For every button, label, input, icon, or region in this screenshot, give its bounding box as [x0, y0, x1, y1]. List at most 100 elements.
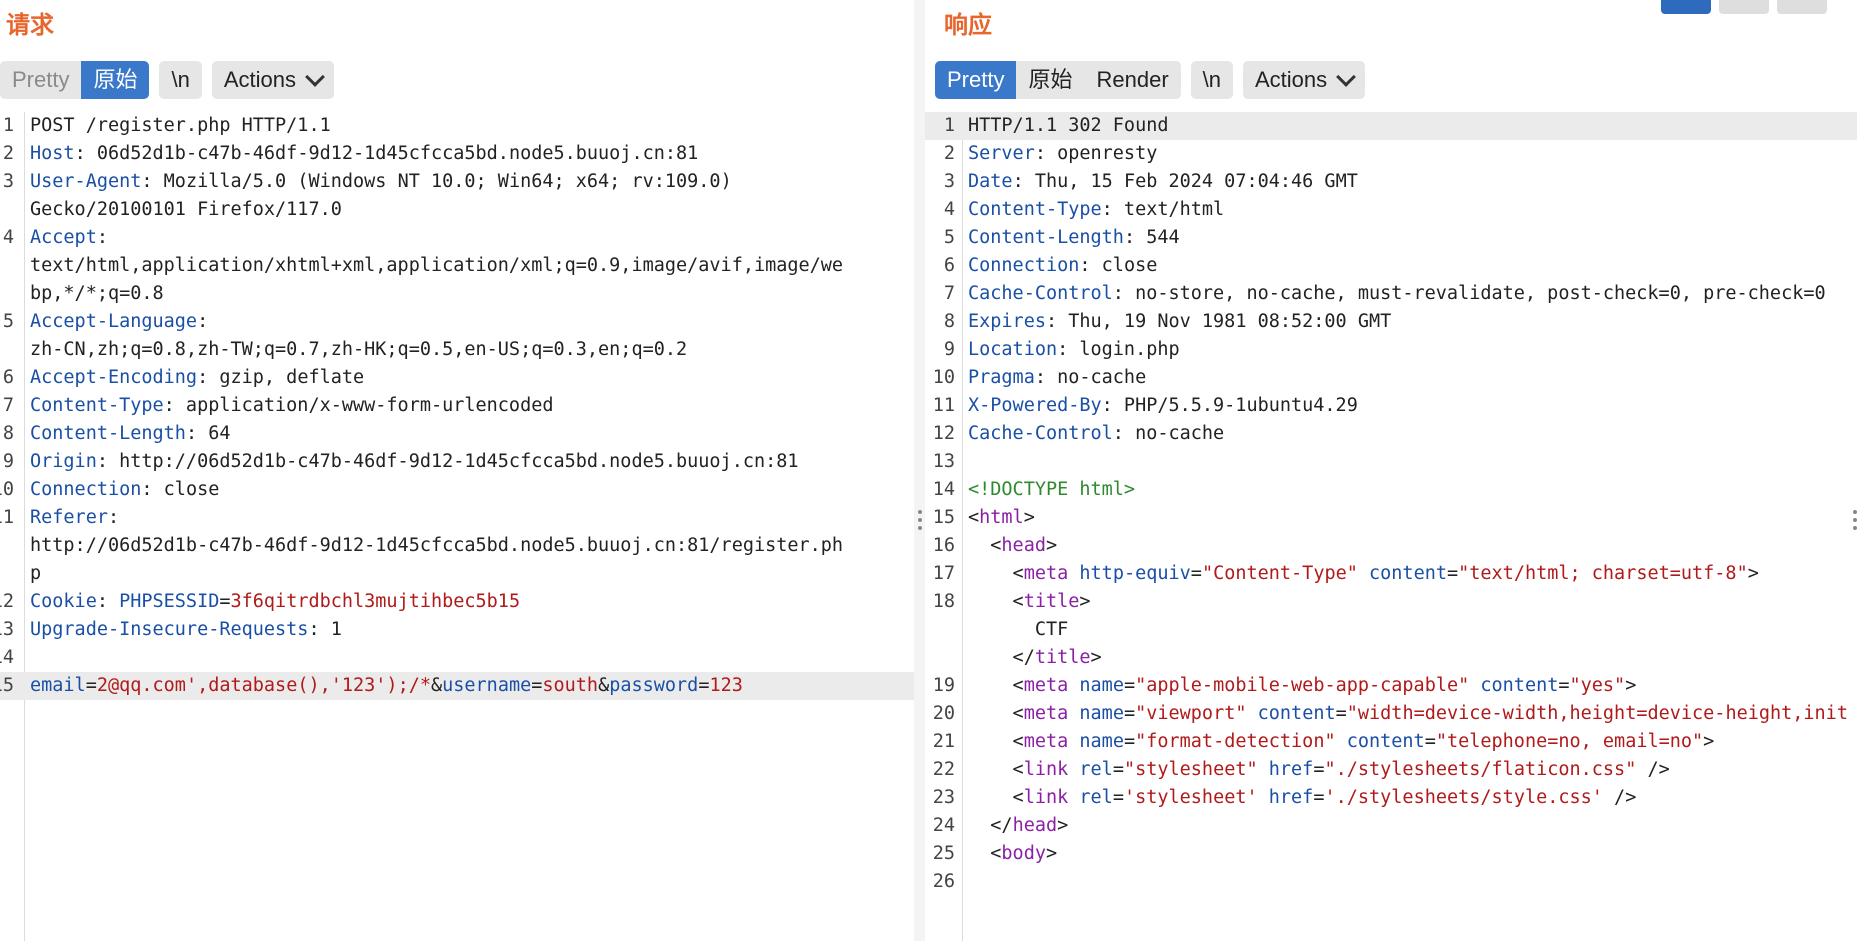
code-token: Host: [30, 143, 75, 164]
code-line[interactable]: 13Upgrade-Insecure-Requests: 1: [0, 616, 914, 644]
code-line[interactable]: 24 </head>: [925, 812, 1857, 840]
code-token: Cookie: [30, 591, 97, 612]
tab-pretty[interactable]: Pretty: [935, 61, 1017, 99]
layout-side-by-side-button[interactable]: [1661, 0, 1711, 14]
line-number: 3: [2, 171, 14, 192]
code-token: <: [968, 591, 1024, 612]
code-token: <: [968, 535, 1002, 556]
code-token: Content-Length: [30, 423, 186, 444]
line-number: 6: [943, 255, 955, 276]
code-line[interactable]: CTF: [925, 616, 1857, 644]
layout-vertical-button[interactable]: [1777, 0, 1827, 14]
code-token: 123: [709, 675, 743, 696]
code-token: : close: [141, 479, 220, 500]
code-line[interactable]: 16 <head>: [925, 532, 1857, 560]
code-line[interactable]: 18 <title>: [925, 588, 1857, 616]
code-line[interactable]: p: [0, 560, 914, 588]
actions-button[interactable]: Actions: [211, 61, 334, 99]
tab-pretty[interactable]: Pretty: [12, 67, 70, 92]
code-token: : http://06d52d1b-c47b-46df-9d12-1d45cfc…: [96, 451, 799, 472]
code-token: Accept-Encoding: [30, 367, 198, 388]
code-line[interactable]: 26: [925, 868, 1857, 896]
code-line[interactable]: 11Referer:: [0, 504, 914, 532]
line-number: 4: [943, 199, 955, 220]
code-line[interactable]: text/html,application/xhtml+xml,applicat…: [0, 252, 914, 280]
code-line[interactable]: 15email=2@qq.com',database(),'123');/*&u…: [0, 672, 914, 700]
tab-render[interactable]: Render: [1096, 67, 1169, 92]
tab-raw[interactable]: 原始: [81, 61, 150, 99]
code-line[interactable]: 17 <meta http-equiv="Content-Type" conte…: [925, 560, 1857, 588]
code-line[interactable]: 15<html>: [925, 504, 1857, 532]
code-token: <: [968, 703, 1024, 724]
code-line[interactable]: 14<!DOCTYPE html>: [925, 476, 1857, 504]
line-content: Expires: Thu, 19 Nov 1981 08:52:00 GMT: [968, 308, 1391, 336]
code-line[interactable]: 22 <link rel="stylesheet" href="./styles…: [925, 756, 1857, 784]
code-line[interactable]: </title>: [925, 644, 1857, 672]
line-number: 20: [932, 703, 955, 724]
pane-splitter[interactable]: [914, 0, 925, 941]
line-content: </title>: [968, 644, 1102, 672]
code-line[interactable]: 25 <body>: [925, 840, 1857, 868]
code-token: &: [430, 675, 443, 696]
line-number: 17: [932, 563, 955, 584]
actions-button[interactable]: Actions: [1243, 61, 1366, 99]
line-content: Location: login.php: [968, 336, 1180, 364]
code-line[interactable]: 19 <meta name="apple-mobile-web-app-capa…: [925, 672, 1857, 700]
code-line[interactable]: 23 <link rel='stylesheet' href='./styles…: [925, 784, 1857, 812]
line-number: 7: [2, 395, 14, 416]
tab-raw[interactable]: 原始: [1028, 67, 1073, 92]
line-number: 15: [0, 675, 14, 696]
newline-toggle-button[interactable]: \n: [1190, 61, 1233, 99]
line-number: 5: [2, 311, 14, 332]
line-number: 11: [0, 507, 14, 528]
code-token: name: [1079, 675, 1124, 696]
code-token: : 1: [308, 619, 342, 640]
layout-horizontal-button[interactable]: [1719, 0, 1769, 14]
code-line[interactable]: Gecko/20100101 Firefox/117.0: [0, 196, 914, 224]
newline-toggle-button[interactable]: \n: [159, 61, 202, 99]
code-token: meta: [1023, 675, 1080, 696]
code-line[interactable]: 13: [925, 448, 1857, 476]
line-number: 12: [932, 423, 955, 444]
code-token: name: [1079, 703, 1124, 724]
code-token: <: [968, 787, 1024, 808]
actions-label: Actions: [223, 67, 296, 92]
code-token: [1358, 563, 1369, 584]
chevron-down-icon: [1336, 67, 1357, 87]
code-line[interactable]: 21 <meta name="format-detection" content…: [925, 728, 1857, 756]
line-content: <link rel='stylesheet' href='./styleshee…: [968, 784, 1637, 812]
code-line[interactable]: zh-CN,zh;q=0.8,zh-TW;q=0.7,zh-HK;q=0.5,e…: [0, 336, 914, 364]
code-line[interactable]: 20 <meta name="viewport" content="width=…: [925, 700, 1857, 728]
code-line[interactable]: bp,*/*;q=0.8: [0, 280, 914, 308]
code-line[interactable]: 12Cookie: PHPSESSID=3f6qitrdbchl3mujtihb…: [0, 588, 914, 616]
code-token: <: [968, 507, 980, 528]
code-token: Date: [968, 171, 1013, 192]
line-content: Server: openresty: [968, 140, 1157, 168]
code-line[interactable]: http://06d52d1b-c47b-46df-9d12-1d45cfcca…: [0, 532, 914, 560]
code-line[interactable]: 14: [0, 644, 914, 672]
